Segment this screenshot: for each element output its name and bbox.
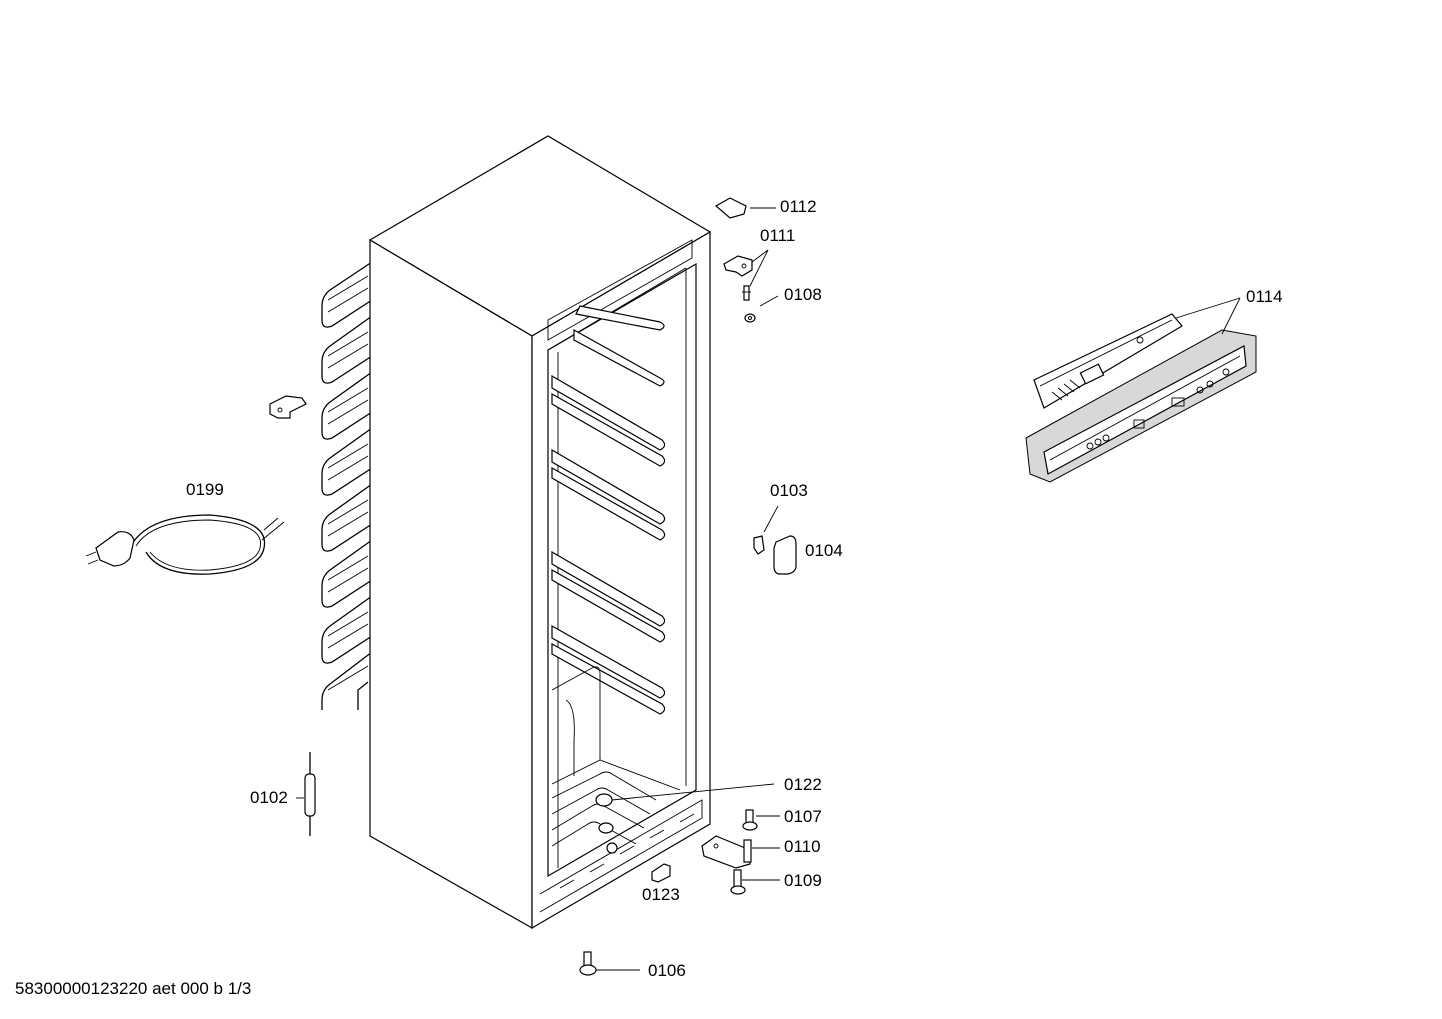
bracket-part (269, 395, 307, 419)
document-id-footer: 58300000123220 aet 000 b 1/3 (15, 979, 252, 998)
label-0114: 0114 (1246, 287, 1283, 306)
label-0102: 0102 (250, 788, 288, 807)
leader-lines (296, 207, 1241, 971)
label-0110: 0110 (784, 837, 821, 856)
part-0199-power-cord (85, 514, 285, 575)
label-0123: 0123 (642, 885, 680, 904)
part-0114-control-panel (1025, 313, 1257, 483)
part-0106-foot (579, 951, 597, 976)
part-0112-cap (714, 197, 747, 219)
label-0199: 0199 (186, 480, 224, 499)
part-0103-clip (753, 535, 765, 555)
part-0108-nut (744, 313, 756, 323)
label-0122: 0122 (784, 775, 822, 794)
label-0104: 0104 (805, 541, 843, 560)
part-0107-pin (742, 809, 758, 831)
part-0109-bolt (730, 869, 746, 895)
label-0112: 0112 (780, 197, 817, 216)
label-0108: 0108 (784, 285, 822, 304)
part-0110-hinge-bottom (701, 835, 752, 869)
condenser-coil (321, 261, 373, 710)
part-0104-cover (773, 535, 797, 575)
part-0123-clip (651, 863, 671, 883)
evaporator-shelves (551, 305, 666, 715)
label-0107: 0107 (784, 807, 822, 826)
part-0102-drier (304, 752, 316, 836)
part-labels: 0112 0111 0108 0114 0199 0103 0104 0102 … (186, 197, 1283, 980)
label-0106: 0106 (648, 961, 686, 980)
part-0111-hinge-top (723, 255, 753, 301)
label-0109: 0109 (784, 871, 822, 890)
label-0103: 0103 (770, 481, 808, 500)
label-0111: 0111 (760, 226, 795, 245)
bottom-compartment (551, 666, 681, 847)
